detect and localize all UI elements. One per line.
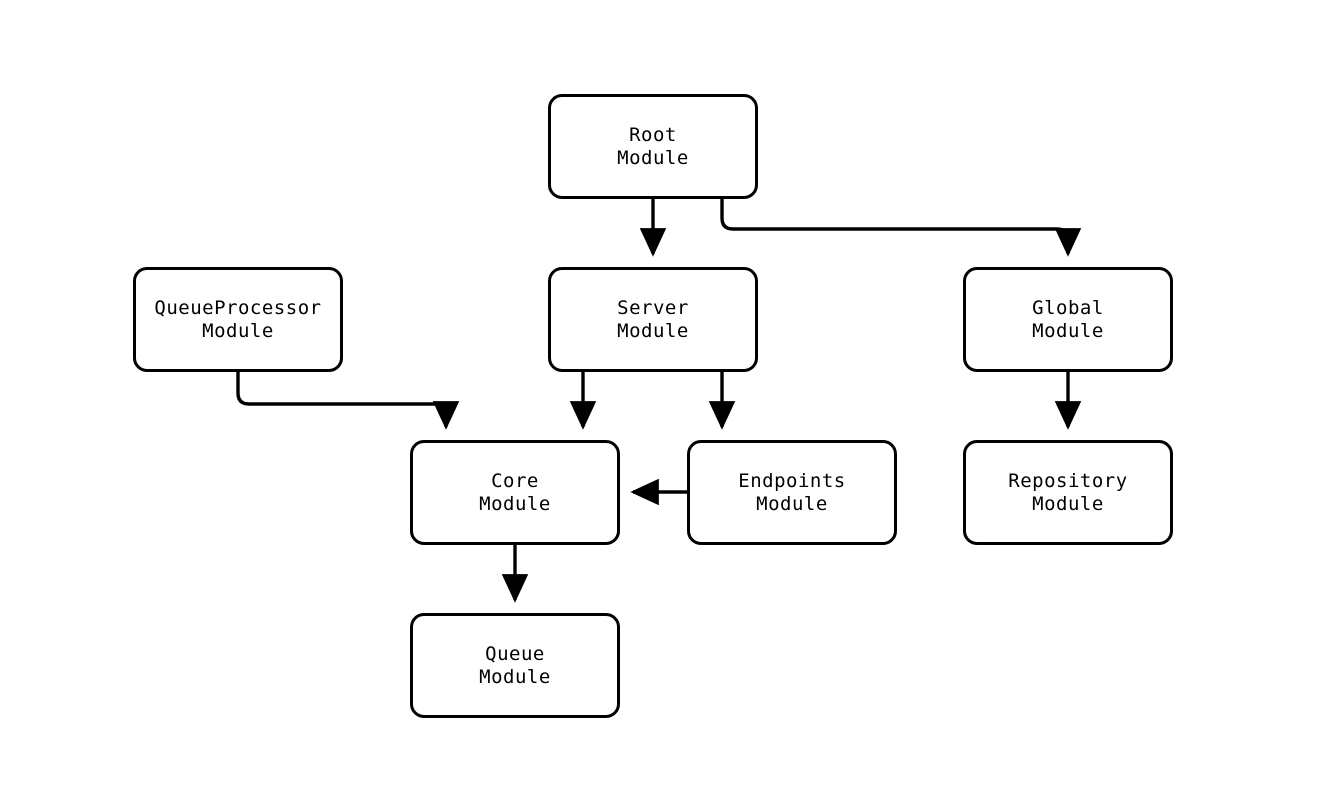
- node-label-line2: Module: [617, 319, 689, 342]
- edge-queueprocessor-to-core: [236, 372, 460, 430]
- node-label-line2: Module: [202, 319, 274, 342]
- node-label-line2: Module: [1032, 492, 1104, 515]
- node-label-line1: Global: [1032, 296, 1104, 319]
- node-endpoints-module[interactable]: Endpoints Module: [687, 440, 897, 545]
- node-label-line1: Server: [617, 296, 689, 319]
- node-server-module[interactable]: Server Module: [548, 267, 758, 372]
- node-root-module[interactable]: Root Module: [548, 94, 758, 199]
- edge-root-to-global: [720, 199, 1082, 257]
- node-label-line2: Module: [1032, 319, 1104, 342]
- node-queueprocessor-module[interactable]: QueueProcessor Module: [133, 267, 343, 372]
- node-label-line1: Root: [629, 123, 677, 146]
- node-global-module[interactable]: Global Module: [963, 267, 1173, 372]
- node-queue-module[interactable]: Queue Module: [410, 613, 620, 718]
- node-repository-module[interactable]: Repository Module: [963, 440, 1173, 545]
- node-label-line2: Module: [479, 665, 551, 688]
- node-label-line1: Endpoints: [738, 469, 846, 492]
- node-label-line2: Module: [756, 492, 828, 515]
- node-label-line1: Queue: [485, 642, 545, 665]
- node-label-line1: Repository: [1008, 469, 1128, 492]
- node-label-line1: QueueProcessor: [154, 296, 322, 319]
- node-label-line1: Core: [491, 469, 539, 492]
- node-label-line2: Module: [617, 146, 689, 169]
- node-label-line2: Module: [479, 492, 551, 515]
- node-core-module[interactable]: Core Module: [410, 440, 620, 545]
